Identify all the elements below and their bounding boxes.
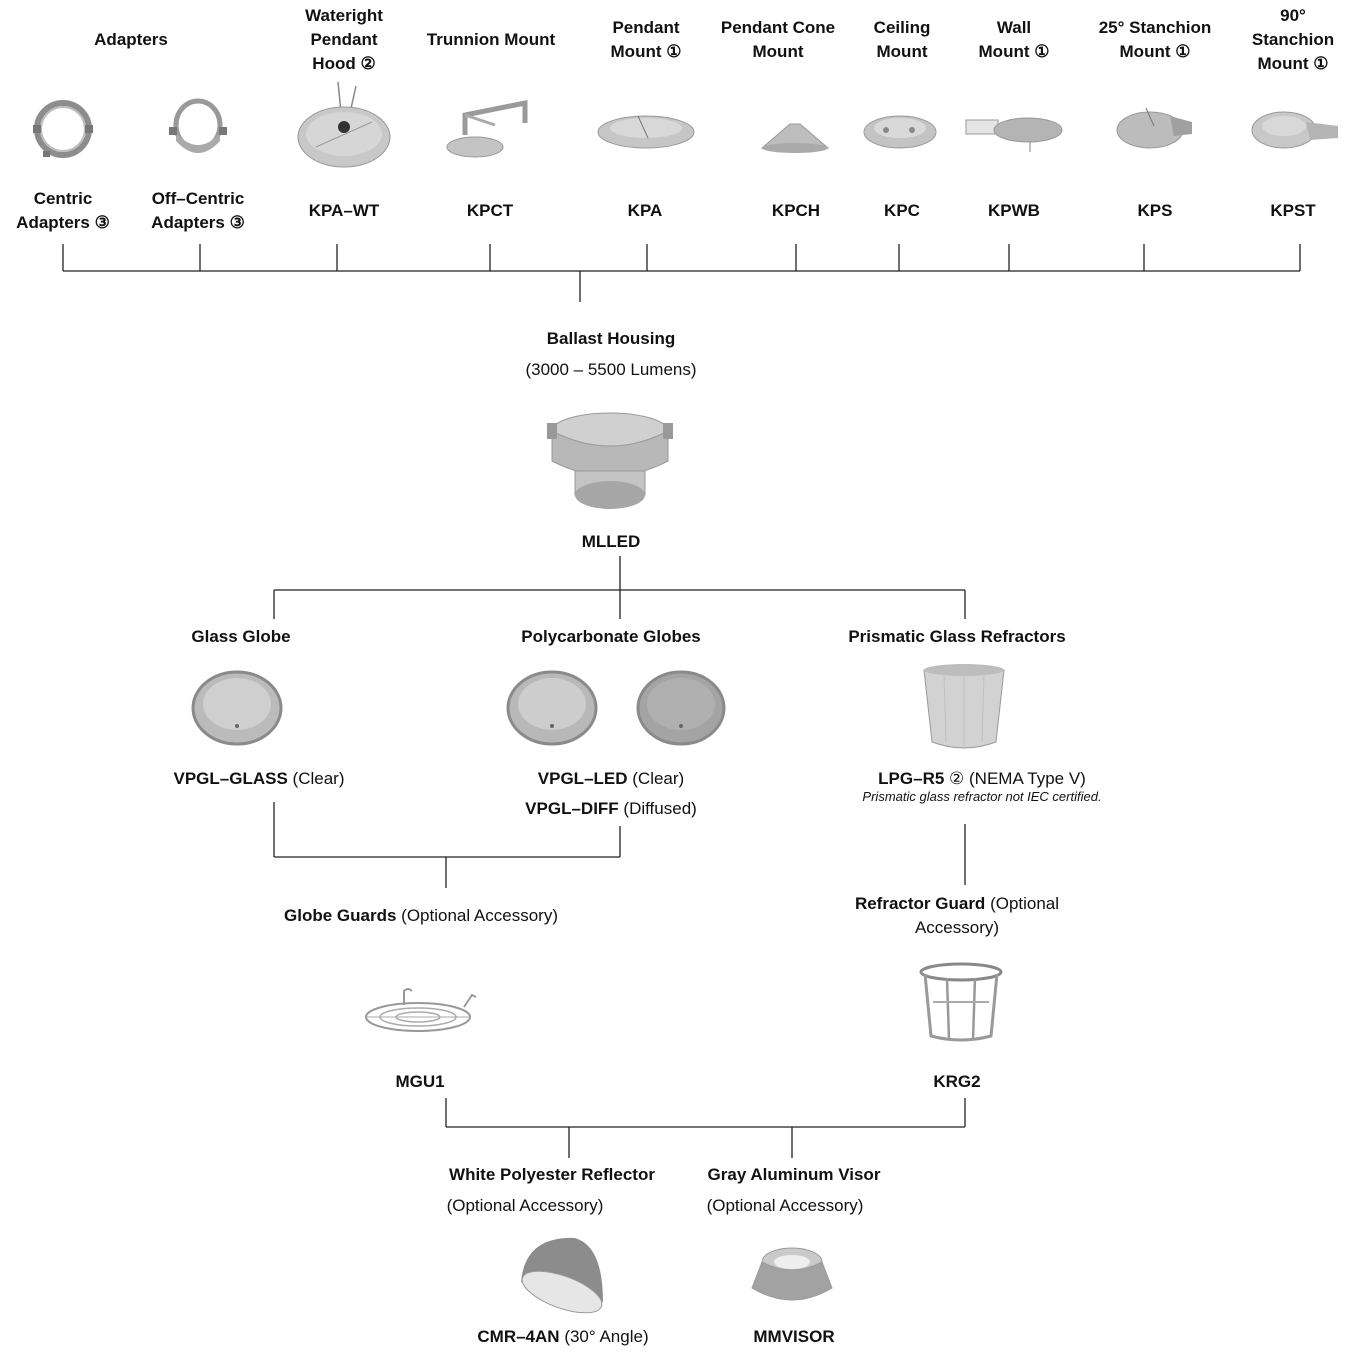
off-centric-adapters-label: Off–Centric Adapters ③ — [151, 189, 245, 232]
kpct-code: KPCT — [466, 201, 514, 220]
globe-guard-image — [365, 988, 477, 1032]
vpgl-glass-code: VPGL–GLASS — [173, 769, 288, 788]
trunnion-mount-image — [446, 99, 528, 158]
mgu1-code: MGU1 — [395, 1072, 445, 1091]
poly-globe-clear-image — [506, 670, 598, 746]
ballast-housing-image — [547, 412, 673, 509]
kpc-code: KPC — [884, 201, 920, 220]
centric-adapter-image — [33, 100, 93, 158]
ceiling-mount-image — [863, 115, 937, 149]
visor-image — [751, 1247, 833, 1301]
poly-clear-label: VPGL–LED (Clear) — [538, 767, 684, 791]
kpa-code: KPA — [627, 201, 663, 220]
polycarbonate-globes-title: Polycarbonate Globes — [521, 627, 701, 646]
prismatic-refractors-title: Prismatic Glass Refractors — [848, 627, 1066, 646]
centric-adapters-label: Centric Adapters ③ — [16, 189, 110, 232]
glass-globe-image — [191, 670, 283, 746]
vpgl-led-desc: (Clear) — [632, 769, 685, 788]
reflector-title: White Polyester Reflector — [449, 1165, 655, 1184]
vpgl-diff-code: VPGL–DIFF — [525, 799, 619, 818]
pendant-cone-mount-title: Pendant Cone Mount — [720, 18, 836, 61]
stanchion-90-mount-image — [1251, 111, 1338, 149]
vpgl-glass-desc: (Clear) — [292, 769, 345, 788]
ceiling-mount-title: Ceiling Mount — [873, 18, 931, 61]
wateright-hood-image — [297, 82, 391, 168]
stanchion-25-mount-image — [1116, 107, 1192, 149]
kpch-code: KPCH — [771, 201, 821, 220]
reflector-desc: (Optional Accessory) — [446, 1196, 604, 1215]
prism-label: LPG–R5 ② (NEMA Type V) — [878, 767, 1086, 791]
kpwb-code: KPWB — [988, 201, 1040, 220]
off-centric-adapter-image — [169, 98, 227, 153]
wateright-hood-title: Wateright Pendant Hood ② — [305, 6, 383, 73]
kpst-code: KPST — [1270, 201, 1316, 220]
kpa-wt-code: KPA–WT — [308, 201, 380, 220]
poly-globe-diffused-image — [636, 670, 726, 746]
visor-desc: (Optional Accessory) — [706, 1196, 864, 1215]
lpg-r5-code: LPG–R5 — [878, 769, 945, 788]
pendant-mount-image — [597, 115, 695, 149]
housing-title: Ballast Housing — [546, 329, 676, 348]
refractor-guard-title: Refractor Guard — [854, 894, 986, 913]
adapters-title: Adapters — [94, 30, 168, 49]
wall-mount-title: Wall Mount ① — [978, 18, 1050, 61]
poly-diffused-label: VPGL–DIFF (Diffused) — [525, 797, 697, 821]
globe-guards-label: Globe Guards (Optional Accessory) — [284, 904, 558, 928]
vpgl-diff-desc: (Diffused) — [623, 799, 697, 818]
globe-guards-title: Globe Guards — [284, 906, 397, 925]
stanchion-90-mount-title: 90° Stanchion Mount ① — [1251, 6, 1335, 73]
refractor-guard-desc2: Accessory) — [914, 918, 1000, 937]
pendant-cone-mount-image — [760, 123, 830, 153]
visor-title: Gray Aluminum Visor — [707, 1165, 881, 1184]
refractor-guard-label: Refractor Guard (Optional — [855, 892, 1059, 916]
mlled-code: MLLED — [581, 532, 641, 551]
cmr-4an-code: CMR–4AN — [477, 1327, 560, 1346]
refractor-guard-desc1: (Optional — [990, 894, 1060, 913]
trunnion-mount-title: Trunnion Mount — [426, 30, 556, 49]
krg2-code: KRG2 — [933, 1072, 981, 1091]
prism-iec-note: Prismatic glass refractor not IEC certif… — [862, 789, 1102, 804]
mmvisor-code: MMVISOR — [753, 1327, 835, 1346]
vpgl-led-code: VPGL–LED — [537, 769, 628, 788]
reflector-label: CMR–4AN (30° Angle) — [477, 1325, 648, 1349]
pendant-mount-title: Pendant Mount ① — [610, 18, 682, 61]
refractor-guard-image — [919, 962, 1003, 1042]
glass-globe-title: Glass Globe — [191, 627, 291, 646]
stanchion-25-mount-title: 25° Stanchion Mount ① — [1098, 18, 1212, 61]
lpg-r5-desc: ② (NEMA Type V) — [949, 769, 1086, 788]
kps-code: KPS — [1137, 201, 1173, 220]
wall-mount-image — [965, 117, 1063, 152]
glass-globe-label: VPGL–GLASS (Clear) — [174, 767, 345, 791]
cmr-4an-angle: (30° Angle) — [564, 1327, 649, 1346]
housing-subtitle: (3000 – 5500 Lumens) — [525, 360, 697, 379]
prismatic-refractor-image — [923, 664, 1005, 749]
reflector-image — [521, 1237, 603, 1314]
globe-guards-desc: (Optional Accessory) — [401, 906, 558, 925]
